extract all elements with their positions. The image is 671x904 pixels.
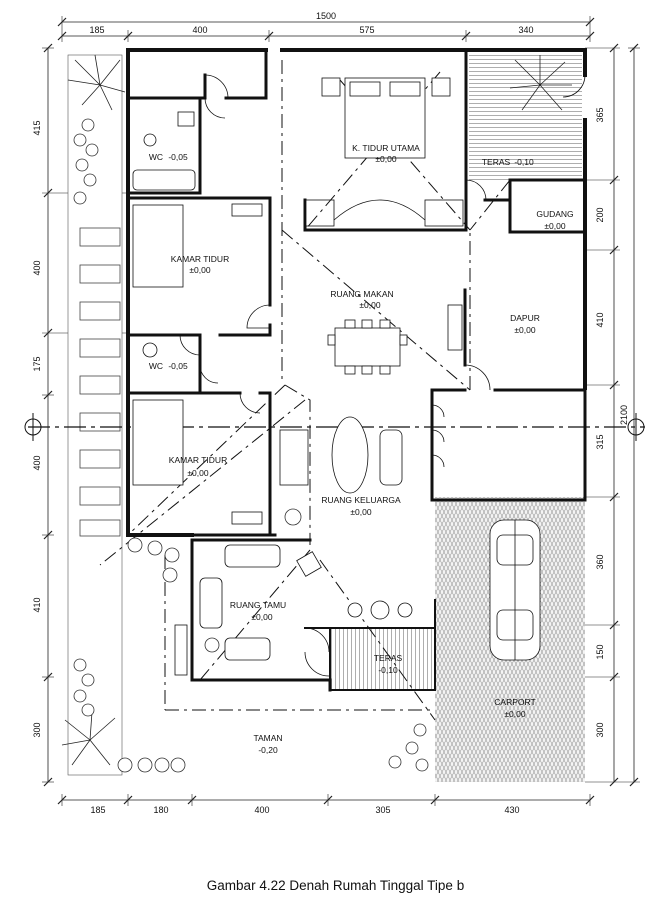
dim-right: 365 <box>595 107 605 122</box>
bed-icon <box>132 399 184 486</box>
furniture <box>132 77 541 661</box>
front-terrace-deck <box>330 628 435 690</box>
dim-bottom: 430 <box>504 805 519 815</box>
dim-top: 185 <box>89 25 104 35</box>
dim-top: 340 <box>518 25 533 35</box>
dim-top-total: 1500 <box>316 11 336 21</box>
dim-left: 400 <box>32 455 42 470</box>
walls <box>126 48 587 692</box>
bathtub-icon <box>132 169 196 191</box>
room-label: KAMAR TIDUR <box>171 254 229 264</box>
room-level: -0,10 <box>514 157 534 167</box>
room-level: ±0,00 <box>504 709 525 719</box>
room-label: TERAS <box>482 157 511 167</box>
dim-bottom: 400 <box>254 805 269 815</box>
room-level: -0,10 <box>378 665 398 675</box>
room-label: CARPORT <box>494 697 535 707</box>
dimension-labels: 1500 185 400 575 340 185 180 400 305 430… <box>32 11 629 815</box>
bed-icon <box>132 204 184 288</box>
figure-caption: Gambar 4.22 Denah Rumah Tinggal Tipe b <box>206 878 465 893</box>
dim-left: 410 <box>32 597 42 612</box>
shrubs-icon <box>73 118 429 773</box>
sofa-icon <box>224 544 281 568</box>
room-label: KAMAR TIDUR <box>169 455 227 465</box>
dimension-ticks <box>43 17 639 805</box>
room-label: TERAS <box>374 653 403 663</box>
back-terrace-deck <box>469 55 582 183</box>
room-level: ±0,00 <box>544 221 565 231</box>
room-label: RUANG KELUARGA <box>321 495 401 505</box>
room-level: ±0,00 <box>350 507 371 517</box>
dim-right: 200 <box>595 207 605 222</box>
dim-bottom: 180 <box>153 805 168 815</box>
dim-left: 175 <box>32 356 42 371</box>
windows <box>174 199 464 676</box>
room-level: -0,05 <box>168 152 188 162</box>
door-swings <box>179 74 586 677</box>
room-level: -0,20 <box>258 745 278 755</box>
room-level: ±0,00 <box>375 154 396 164</box>
palm-plant-icon <box>61 54 572 766</box>
dim-left: 400 <box>32 260 42 275</box>
room-level: ±0,00 <box>187 468 208 478</box>
room-label: GUDANG <box>536 209 573 219</box>
axis-marker-left <box>24 413 42 441</box>
dim-right-total: 2100 <box>619 405 629 425</box>
room-labels: WC -0,05 K. TIDUR UTAMA ±0,00 TERAS -0,1… <box>149 143 574 755</box>
room-level: ±0,00 <box>251 612 272 622</box>
dim-right: 150 <box>595 644 605 659</box>
room-level: ±0,00 <box>359 300 380 310</box>
floor-plan: 1500 185 400 575 340 185 180 400 305 430… <box>24 11 645 815</box>
coffee-table-icon <box>331 416 369 494</box>
room-label: TAMAN <box>253 733 282 743</box>
dim-top: 400 <box>192 25 207 35</box>
room-level: ±0,00 <box>189 265 210 275</box>
room-label: RUANG MAKAN <box>330 289 393 299</box>
room-label: RUANG TAMU <box>230 600 286 610</box>
dim-bottom: 305 <box>375 805 390 815</box>
room-label: WC <box>149 152 163 162</box>
toilet-icon <box>142 342 158 358</box>
room-label: WC <box>149 361 163 371</box>
dim-left: 415 <box>32 120 42 135</box>
room-label: DAPUR <box>510 313 540 323</box>
dim-right: 410 <box>595 312 605 327</box>
axis-marker-right <box>627 413 645 441</box>
dim-left: 300 <box>32 722 42 737</box>
dashed-diagonals <box>99 60 511 721</box>
dim-right: 360 <box>595 554 605 569</box>
stepping-stones <box>79 227 121 537</box>
dim-top: 575 <box>359 25 374 35</box>
dim-bottom: 185 <box>90 805 105 815</box>
room-level: ±0,00 <box>514 325 535 335</box>
dim-right: 315 <box>595 434 605 449</box>
room-label: K. TIDUR UTAMA <box>352 143 420 153</box>
dim-right: 300 <box>595 722 605 737</box>
dining-table-icon <box>334 327 401 367</box>
room-level: -0,05 <box>168 361 188 371</box>
